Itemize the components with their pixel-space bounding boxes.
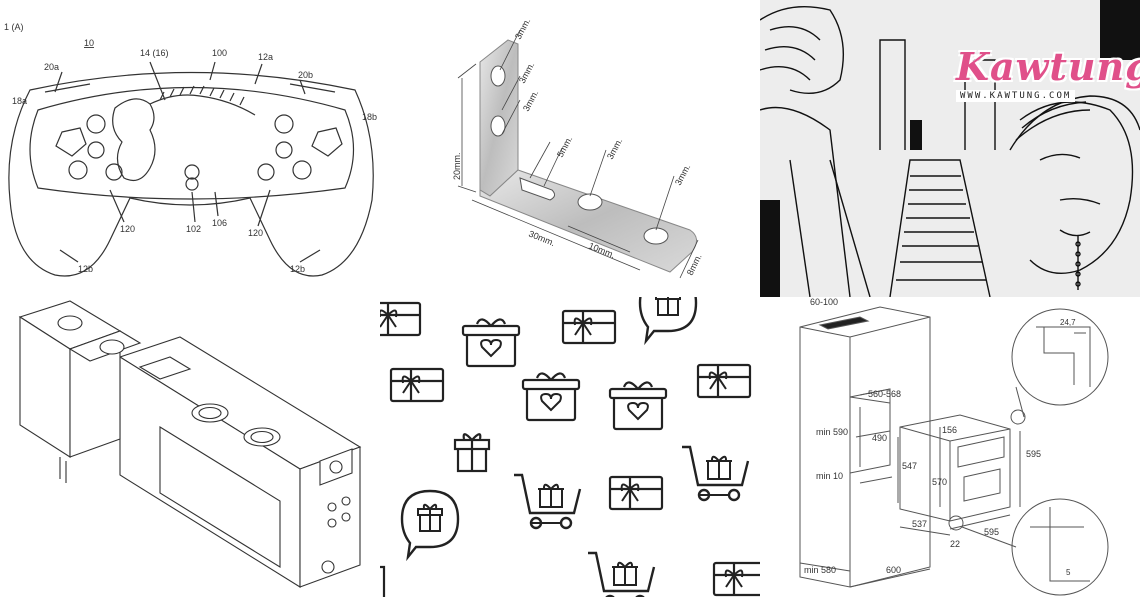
tile-controller-patent: 1 (A) 10 14 (16) 100 12a 20a 20b 18a 18b… bbox=[0, 0, 380, 297]
gift-card-icon bbox=[712, 561, 760, 597]
dimension-label: 600 bbox=[886, 565, 901, 575]
chat-bubble-gift-icon bbox=[400, 489, 460, 559]
ref-number: 20a bbox=[44, 62, 59, 72]
controller-drawing: 1 (A) 10 14 (16) 100 12a 20a 20b 18a 18b… bbox=[4, 22, 377, 277]
ref-number: 100 bbox=[212, 48, 227, 58]
dimension-label: 3mm. bbox=[673, 162, 692, 187]
ref-number: 20b bbox=[298, 70, 313, 80]
tile-gift-pattern bbox=[380, 297, 760, 597]
dimension-label: 490 bbox=[872, 433, 887, 443]
gift-card-icon bbox=[389, 367, 445, 403]
brand-url: WWW.KAWTUNG.COM bbox=[956, 90, 1076, 102]
ref-number: 12b bbox=[290, 264, 305, 274]
gift-card-icon bbox=[380, 301, 422, 337]
ref-number: 18a bbox=[12, 96, 27, 106]
dimension-label: min 580 bbox=[804, 565, 836, 575]
tile-pneumatic-valve bbox=[0, 297, 380, 597]
dimension-label: 595 bbox=[1026, 449, 1041, 459]
bracket-drawing: 3mm. 3mm. 3mm. 5mm. 3mm. 3mm. 20mm. 30mm… bbox=[452, 16, 704, 279]
gift-pattern-artwork bbox=[380, 297, 760, 597]
shopping-cart-gift-icon bbox=[680, 445, 750, 502]
ref-number: 12a bbox=[258, 52, 273, 62]
dimension-label: 570 bbox=[932, 477, 947, 487]
gift-card-icon bbox=[696, 363, 752, 399]
ref-number: 10 bbox=[84, 38, 94, 48]
ref-number: 12b bbox=[78, 264, 93, 274]
dimension-label: 20mm. bbox=[452, 152, 462, 180]
shopping-cart-gift-icon bbox=[512, 473, 582, 530]
ref-number: 18b bbox=[362, 112, 377, 122]
dimension-label: min 590 bbox=[816, 427, 848, 437]
manga-artwork bbox=[760, 0, 1140, 297]
brand-logo: Kawtung bbox=[956, 44, 1140, 89]
dimension-label: min 10 bbox=[816, 471, 843, 481]
dimension-label: 5 bbox=[1066, 568, 1071, 577]
dimension-label: 22 bbox=[950, 539, 960, 549]
ref-number: 120 bbox=[120, 224, 135, 234]
dimension-label: 537 bbox=[912, 519, 927, 529]
ref-number: 106 bbox=[212, 218, 227, 228]
tile-angle-bracket: 3mm. 3mm. 3mm. 5mm. 3mm. 3mm. 20mm. 30mm… bbox=[380, 0, 760, 297]
dimension-label: 547 bbox=[902, 461, 917, 471]
dimension-label: 24,7 bbox=[1060, 318, 1076, 327]
gift-card-icon bbox=[608, 475, 664, 511]
gift-box-heart-icon bbox=[521, 372, 581, 422]
gift-card-icon bbox=[561, 309, 617, 345]
gift-box-icon bbox=[453, 433, 491, 473]
shopping-cart-gift-icon bbox=[586, 551, 656, 597]
gift-box-heart-icon bbox=[461, 318, 521, 368]
figure-label: 1 (A) bbox=[4, 22, 24, 32]
dimension-label: 560-568 bbox=[868, 389, 901, 399]
dimension-label: 60-100 bbox=[810, 297, 838, 307]
ref-number: 120 bbox=[248, 228, 263, 238]
dimension-label: 595 bbox=[984, 527, 999, 537]
ref-number: 102 bbox=[186, 224, 201, 234]
dimension-label: 3mm. bbox=[605, 136, 624, 161]
ref-number: 14 (16) bbox=[140, 48, 169, 58]
dimension-label: 5mm. bbox=[555, 134, 574, 159]
dimension-label: 3mm. bbox=[513, 16, 532, 41]
dimension-label: 3mm. bbox=[521, 88, 540, 113]
dimension-label: 30mm. bbox=[527, 229, 556, 249]
gift-box-heart-icon bbox=[608, 381, 668, 431]
dimension-label: 156 bbox=[942, 425, 957, 435]
oven-install-drawing: 60-100 560-568 min 590 490 min 10 547 15… bbox=[799, 297, 1109, 596]
tile-manga-panel: Kawtung WWW.KAWTUNG.COM bbox=[760, 0, 1140, 297]
tile-oven-installation: 60-100 560-568 min 590 490 min 10 547 15… bbox=[760, 297, 1140, 597]
chat-bubble-gift-icon bbox=[638, 297, 698, 343]
valve-drawing bbox=[18, 300, 362, 588]
dimension-label: 3mm. bbox=[517, 60, 536, 85]
